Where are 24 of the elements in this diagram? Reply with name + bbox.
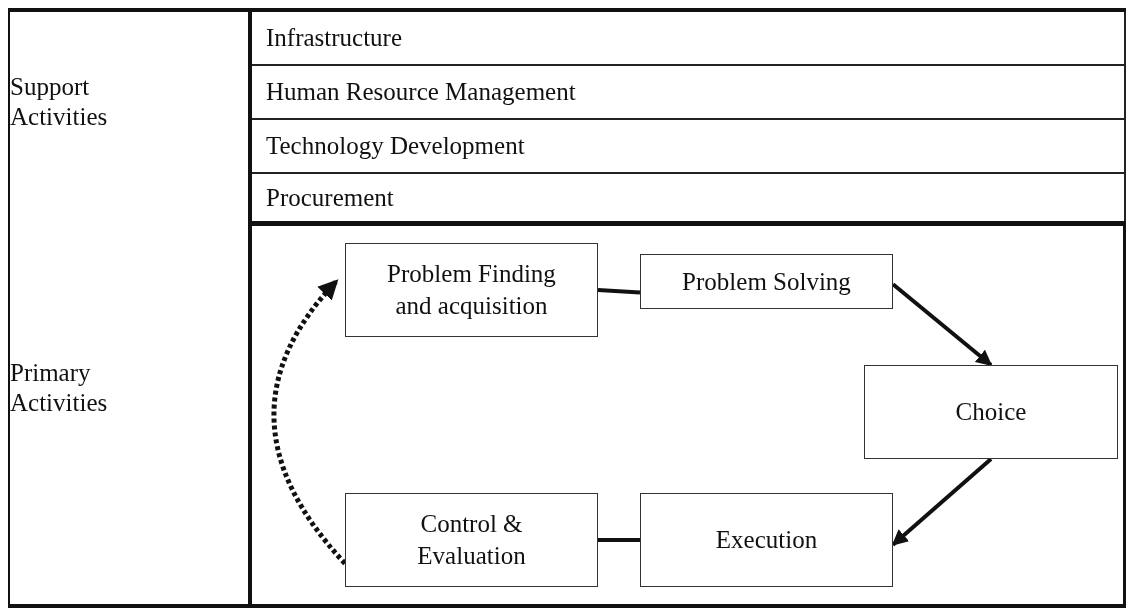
process-box bbox=[345, 243, 598, 337]
band-label: Human Resource Management bbox=[266, 78, 576, 106]
process-box bbox=[345, 493, 598, 587]
process-box bbox=[640, 254, 893, 309]
support-band bbox=[252, 120, 1126, 174]
process-box bbox=[864, 365, 1118, 459]
connector-line bbox=[598, 538, 640, 542]
process-box bbox=[640, 493, 893, 587]
arrow bbox=[891, 457, 993, 547]
category-label: Primary Activities bbox=[10, 358, 109, 418]
band-label: Procurement bbox=[266, 184, 394, 212]
category-label: Support Activities bbox=[10, 72, 109, 132]
process-label: Control & Evaluation bbox=[416, 509, 527, 571]
process-label: Problem Finding and acquisition bbox=[386, 259, 557, 321]
support-band bbox=[252, 66, 1126, 120]
process-label: Choice bbox=[955, 397, 1027, 427]
process-label: Execution bbox=[715, 525, 818, 555]
dotted-arrow bbox=[271, 278, 347, 566]
arrow bbox=[891, 282, 993, 367]
connector-line bbox=[597, 288, 641, 295]
support-band bbox=[252, 12, 1126, 66]
process-label: Problem Solving bbox=[682, 266, 851, 297]
band-label: Infrastructure bbox=[266, 24, 403, 52]
band-label: Technology Development bbox=[266, 132, 525, 160]
